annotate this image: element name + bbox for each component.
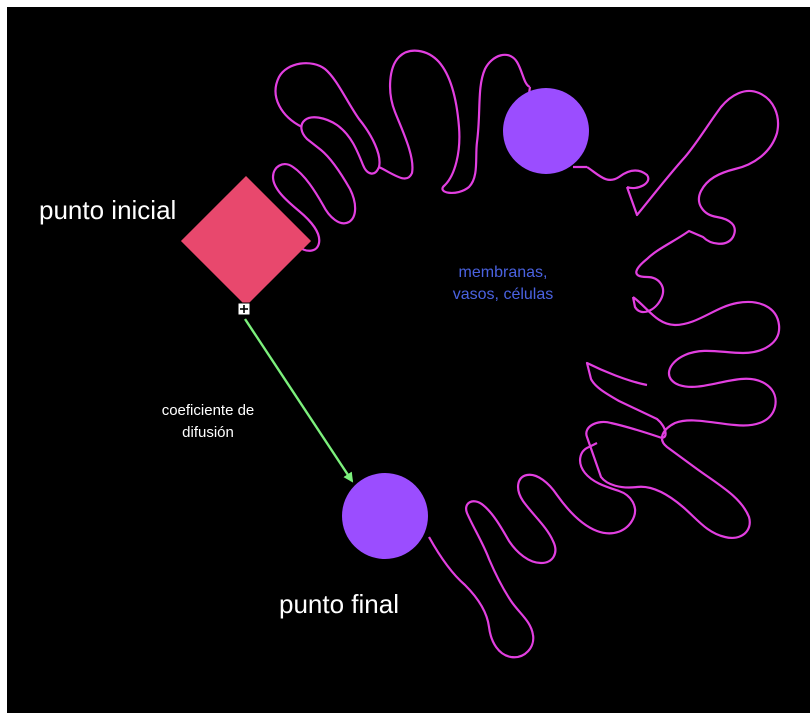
end-point-circle[interactable] bbox=[342, 473, 428, 559]
diffusion-coefficient-line2: difusión bbox=[133, 422, 283, 444]
tissue-outline-lower bbox=[429, 443, 635, 657]
plus-box-icon[interactable] bbox=[238, 303, 250, 315]
tissue-label: membranas, vasos, células bbox=[413, 262, 593, 306]
upper-cell-circle bbox=[503, 88, 589, 174]
start-point-diamond[interactable] bbox=[181, 176, 311, 306]
tissue-label-line2: vasos, células bbox=[413, 284, 593, 306]
diagram-canvas: punto inicial punto final coeficiente de… bbox=[7, 7, 810, 713]
end-point-label: punto final bbox=[279, 589, 399, 620]
start-point-label: punto inicial bbox=[39, 195, 176, 226]
diffusion-coefficient-line1: coeficiente de bbox=[133, 400, 283, 422]
diffusion-coefficient-label: coeficiente de difusión bbox=[133, 400, 283, 444]
diffusion-diagram bbox=[7, 7, 810, 713]
tissue-label-line1: membranas, bbox=[413, 262, 593, 284]
